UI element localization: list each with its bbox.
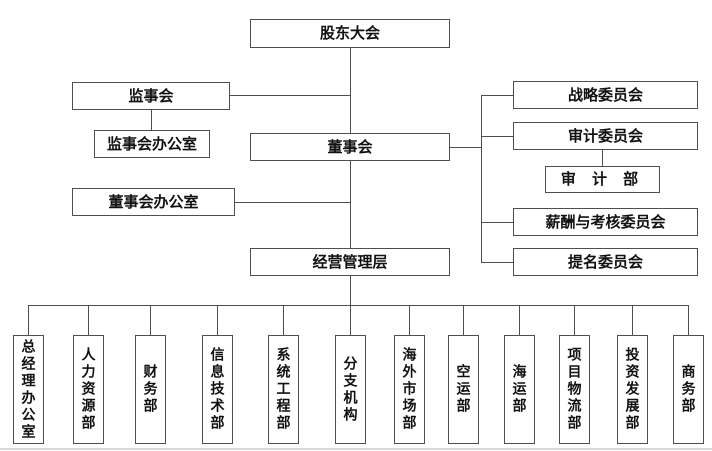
node-department: 海运部 bbox=[504, 335, 535, 444]
connector-board-to-management bbox=[350, 160, 351, 248]
connector-audit-committee-to-audit-department bbox=[602, 150, 603, 166]
node-department: 商务部 bbox=[673, 335, 704, 444]
connector-shareholders-to-board bbox=[350, 47, 351, 133]
connector-committees-spine bbox=[481, 95, 482, 263]
connector-department-stub bbox=[632, 305, 633, 335]
node-strategy-committee: 战略委员会 bbox=[513, 81, 698, 109]
connector-department-stub bbox=[519, 305, 520, 335]
node-management-level: 经营管理层 bbox=[250, 248, 450, 276]
node-department: 系统工程部 bbox=[268, 335, 299, 444]
node-audit-committee: 审计委员会 bbox=[513, 122, 698, 150]
connector-department-stub bbox=[88, 305, 89, 335]
node-department: 分支机构 bbox=[335, 335, 366, 444]
connector-department-stub bbox=[463, 305, 464, 335]
connector-department-bus bbox=[28, 305, 689, 306]
node-department: 总经理办公室 bbox=[13, 335, 44, 444]
connector-board-to-committees bbox=[450, 147, 481, 148]
connector-board-office bbox=[235, 202, 350, 203]
connector-supervisory-board bbox=[230, 95, 350, 96]
node-supervisory-board-office: 监事会办公室 bbox=[94, 130, 210, 158]
node-department: 信息技术部 bbox=[202, 335, 233, 444]
node-department: 海外市场部 bbox=[394, 335, 425, 444]
connector-department-stub bbox=[28, 305, 29, 335]
connector-department-stub bbox=[574, 305, 575, 335]
node-audit-department: 审 计 部 bbox=[545, 166, 660, 193]
node-supervisory-board: 监事会 bbox=[72, 82, 230, 110]
connector-department-stub bbox=[409, 305, 410, 335]
node-board-office: 董事会办公室 bbox=[72, 188, 235, 216]
page-bottom-divider bbox=[0, 448, 712, 450]
node-department: 空运部 bbox=[448, 335, 479, 444]
node-department: 投资发展部 bbox=[617, 335, 648, 444]
connector-department-stub bbox=[283, 305, 284, 335]
node-compensation-appraisal-committee: 薪酬与考核委员会 bbox=[513, 208, 698, 236]
connector-compensation-committee-stub bbox=[481, 222, 513, 223]
node-department: 项目物流部 bbox=[559, 335, 590, 444]
connector-nomination-committee-stub bbox=[481, 262, 513, 263]
node-board-of-directors: 董事会 bbox=[250, 133, 450, 161]
node-department: 人力资源部 bbox=[73, 335, 104, 444]
connector-department-stub bbox=[150, 305, 151, 335]
connector-department-stub bbox=[688, 305, 689, 335]
connector-strategy-committee-stub bbox=[481, 95, 513, 96]
connector-audit-committee-stub bbox=[481, 136, 513, 137]
node-department: 财务部 bbox=[135, 335, 166, 444]
connector-department-stub bbox=[217, 305, 218, 335]
node-shareholders-meeting: 股东大会 bbox=[250, 19, 450, 48]
connector-supervisory-board-to-office bbox=[151, 110, 152, 130]
node-nomination-committee: 提名委员会 bbox=[513, 248, 698, 276]
